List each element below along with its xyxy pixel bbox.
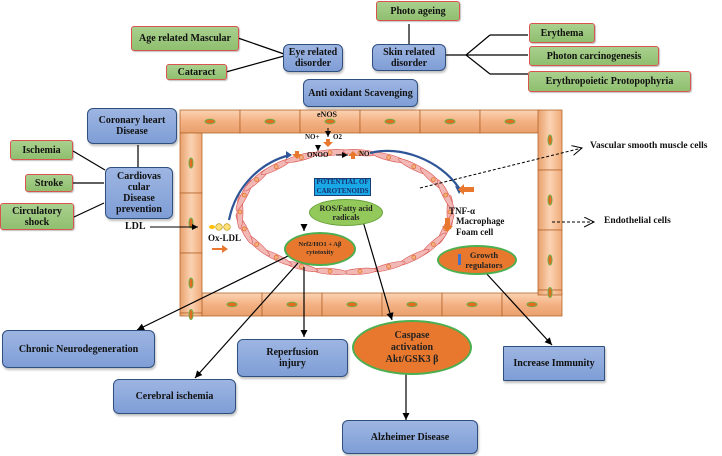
- cardio-connectors: [72, 145, 139, 218]
- arc-arrowhead-left: [286, 151, 292, 159]
- muscle-cell-nucleus: [386, 155, 391, 160]
- muscle-cell-nucleus: [273, 254, 279, 260]
- cell-nucleus: [526, 301, 538, 308]
- potential-of-carotenoids-box: POTENTIAL OF CAROTENOIDS: [314, 178, 371, 196]
- tnf-left-arrow: [458, 184, 474, 195]
- antioxidant-scavenging-box: Anti oxidant Scavenging: [303, 79, 418, 107]
- cell-nucleus: [547, 134, 553, 146]
- vessel-wall: [179, 109, 563, 320]
- cell-nucleus: [346, 301, 358, 308]
- photon-carcinogenesis-box: Photon carcinogenesis: [529, 46, 659, 66]
- ros-fatty-acid-radicals-ellipse: ROS/Fatty acid radicals: [309, 199, 383, 226]
- cell-nucleus: [204, 118, 216, 125]
- increase-immunity-box: Increase Immunity: [503, 346, 605, 381]
- cell-nucleus: [547, 194, 553, 206]
- o2-down-arrow: [323, 139, 333, 147]
- muscle-cell-nucleus: [299, 264, 304, 269]
- cell-nucleus: [444, 118, 456, 125]
- coronary-heart-disease-box: Coronary heart Disease: [87, 108, 177, 144]
- age-related-macular-box: Age related Mascular: [131, 26, 239, 51]
- muscle-cell-nucleus: [357, 150, 363, 155]
- chronic-neurodegeneration-box: Chronic Neurodegeneration: [2, 330, 155, 368]
- macrophage-down-arrow: [442, 218, 453, 232]
- cell-nucleus: [504, 118, 516, 125]
- cell-nucleus: [264, 118, 276, 125]
- muscle-cell-nucleus: [447, 209, 453, 215]
- muscle-cell-nucleus: [241, 226, 247, 232]
- outcome-arrows: [136, 217, 553, 420]
- no-up-arrow: [348, 151, 358, 159]
- ischemia-box: Ischemia: [10, 140, 73, 160]
- growth-regulators-label: Growth regulators: [465, 250, 503, 270]
- no-plus-label: NO+: [305, 133, 320, 141]
- cataract-box: Cataract: [166, 64, 227, 80]
- macrophage-foam-cell-label: Macrophage Foam cell: [456, 216, 505, 237]
- muscle-cell-nucleus: [241, 192, 247, 198]
- orange-arrows: [212, 139, 474, 253]
- onoo-label: ONOO: [307, 151, 329, 159]
- endothelial-cells-label: Endothelial cells: [604, 216, 671, 226]
- ox-ldl-particles: [209, 223, 231, 231]
- stroke-box: Stroke: [25, 174, 73, 192]
- oxldl-right-arrow: [212, 245, 228, 253]
- cell-nucleus: [188, 309, 194, 320]
- muscle-cell-nucleus: [430, 242, 436, 247]
- enos-label: eNOS: [317, 110, 337, 119]
- cerebral-ischemia-box: Cerebral ischemia: [113, 379, 236, 414]
- muscle-cell-nucleus: [327, 150, 333, 155]
- cell-nucleus: [384, 118, 396, 125]
- cell-nucleus: [406, 301, 418, 308]
- alzheimer-disease-box: Alzheimer Disease: [342, 420, 478, 454]
- vascular-smooth-muscle-cells-label: Vascular smooth muscle cells: [590, 141, 708, 151]
- reperfusion-injury-box: Reperfusion injury: [237, 339, 348, 377]
- muscle-cell-nucleus: [357, 269, 363, 274]
- dashed-annotation-lines: [419, 148, 594, 222]
- muscle-cell-nucleus: [237, 209, 243, 215]
- cardiovascular-disease-prevention-box: Cardiovas cular Disease prevention: [105, 167, 173, 219]
- up-arrow-icon: [458, 254, 461, 265]
- caspase-activation-ellipse: Caspase activation Akt/GSK3 β: [352, 320, 472, 375]
- onoo-down-arrow: [292, 151, 302, 159]
- erythema-box: Erythema: [529, 23, 595, 43]
- blue-arcs: [227, 149, 460, 221]
- cell-nucleus: [286, 301, 298, 308]
- cell-nucleus: [188, 157, 194, 169]
- no-label: NO: [359, 150, 370, 158]
- muscle-cell-nucleus: [273, 164, 279, 170]
- cell-nucleus: [226, 301, 238, 308]
- enos-arrows: [315, 128, 348, 158]
- cell-nucleus: [547, 254, 553, 266]
- ldl-label: LDL: [125, 221, 146, 232]
- muscle-cell-nucleus: [411, 164, 417, 170]
- muscle-cell-nucleus: [443, 192, 449, 198]
- cell-nucleus: [547, 287, 553, 298]
- skin-related-disorder-box: Skin related disorder: [372, 44, 446, 71]
- cell-nucleus: [466, 301, 478, 308]
- photo-ageing-box: Photo ageing: [376, 1, 460, 21]
- eye-related-disorder-box: Eye related disorder: [283, 44, 343, 72]
- erythropoietic-protoporphyria-box: Erythropoietic Protopophyria: [528, 71, 691, 92]
- muscle-cell-nucleus: [327, 269, 333, 274]
- muscle-cell-nucleus: [254, 242, 260, 247]
- ox-ldl-label: Ox-LDL: [208, 233, 242, 243]
- cell-nucleus: [324, 118, 336, 125]
- circulatory-shock-box: Circulatory shock: [0, 203, 74, 230]
- muscle-cell-nucleus: [411, 254, 417, 260]
- muscle-cell-nucleus: [386, 264, 391, 269]
- muscle-cell-nucleus: [254, 177, 260, 182]
- growth-regulators-ellipse: Growth regulators: [437, 245, 517, 275]
- smooth-muscle-ring: [235, 149, 455, 275]
- o2-label: O2: [333, 133, 342, 141]
- cell-nucleus: [188, 277, 194, 289]
- muscle-cell-nucleus: [430, 177, 436, 182]
- skin-connectors: [408, 24, 528, 75]
- muscle-cell-nucleus: [299, 155, 304, 160]
- tnf-alpha-label: TNF-α: [449, 206, 476, 216]
- nrf2-ho1-ellipse: Nrf2/HO1 + Aβ cytotoxity: [284, 232, 356, 266]
- eye-connectors: [225, 37, 285, 73]
